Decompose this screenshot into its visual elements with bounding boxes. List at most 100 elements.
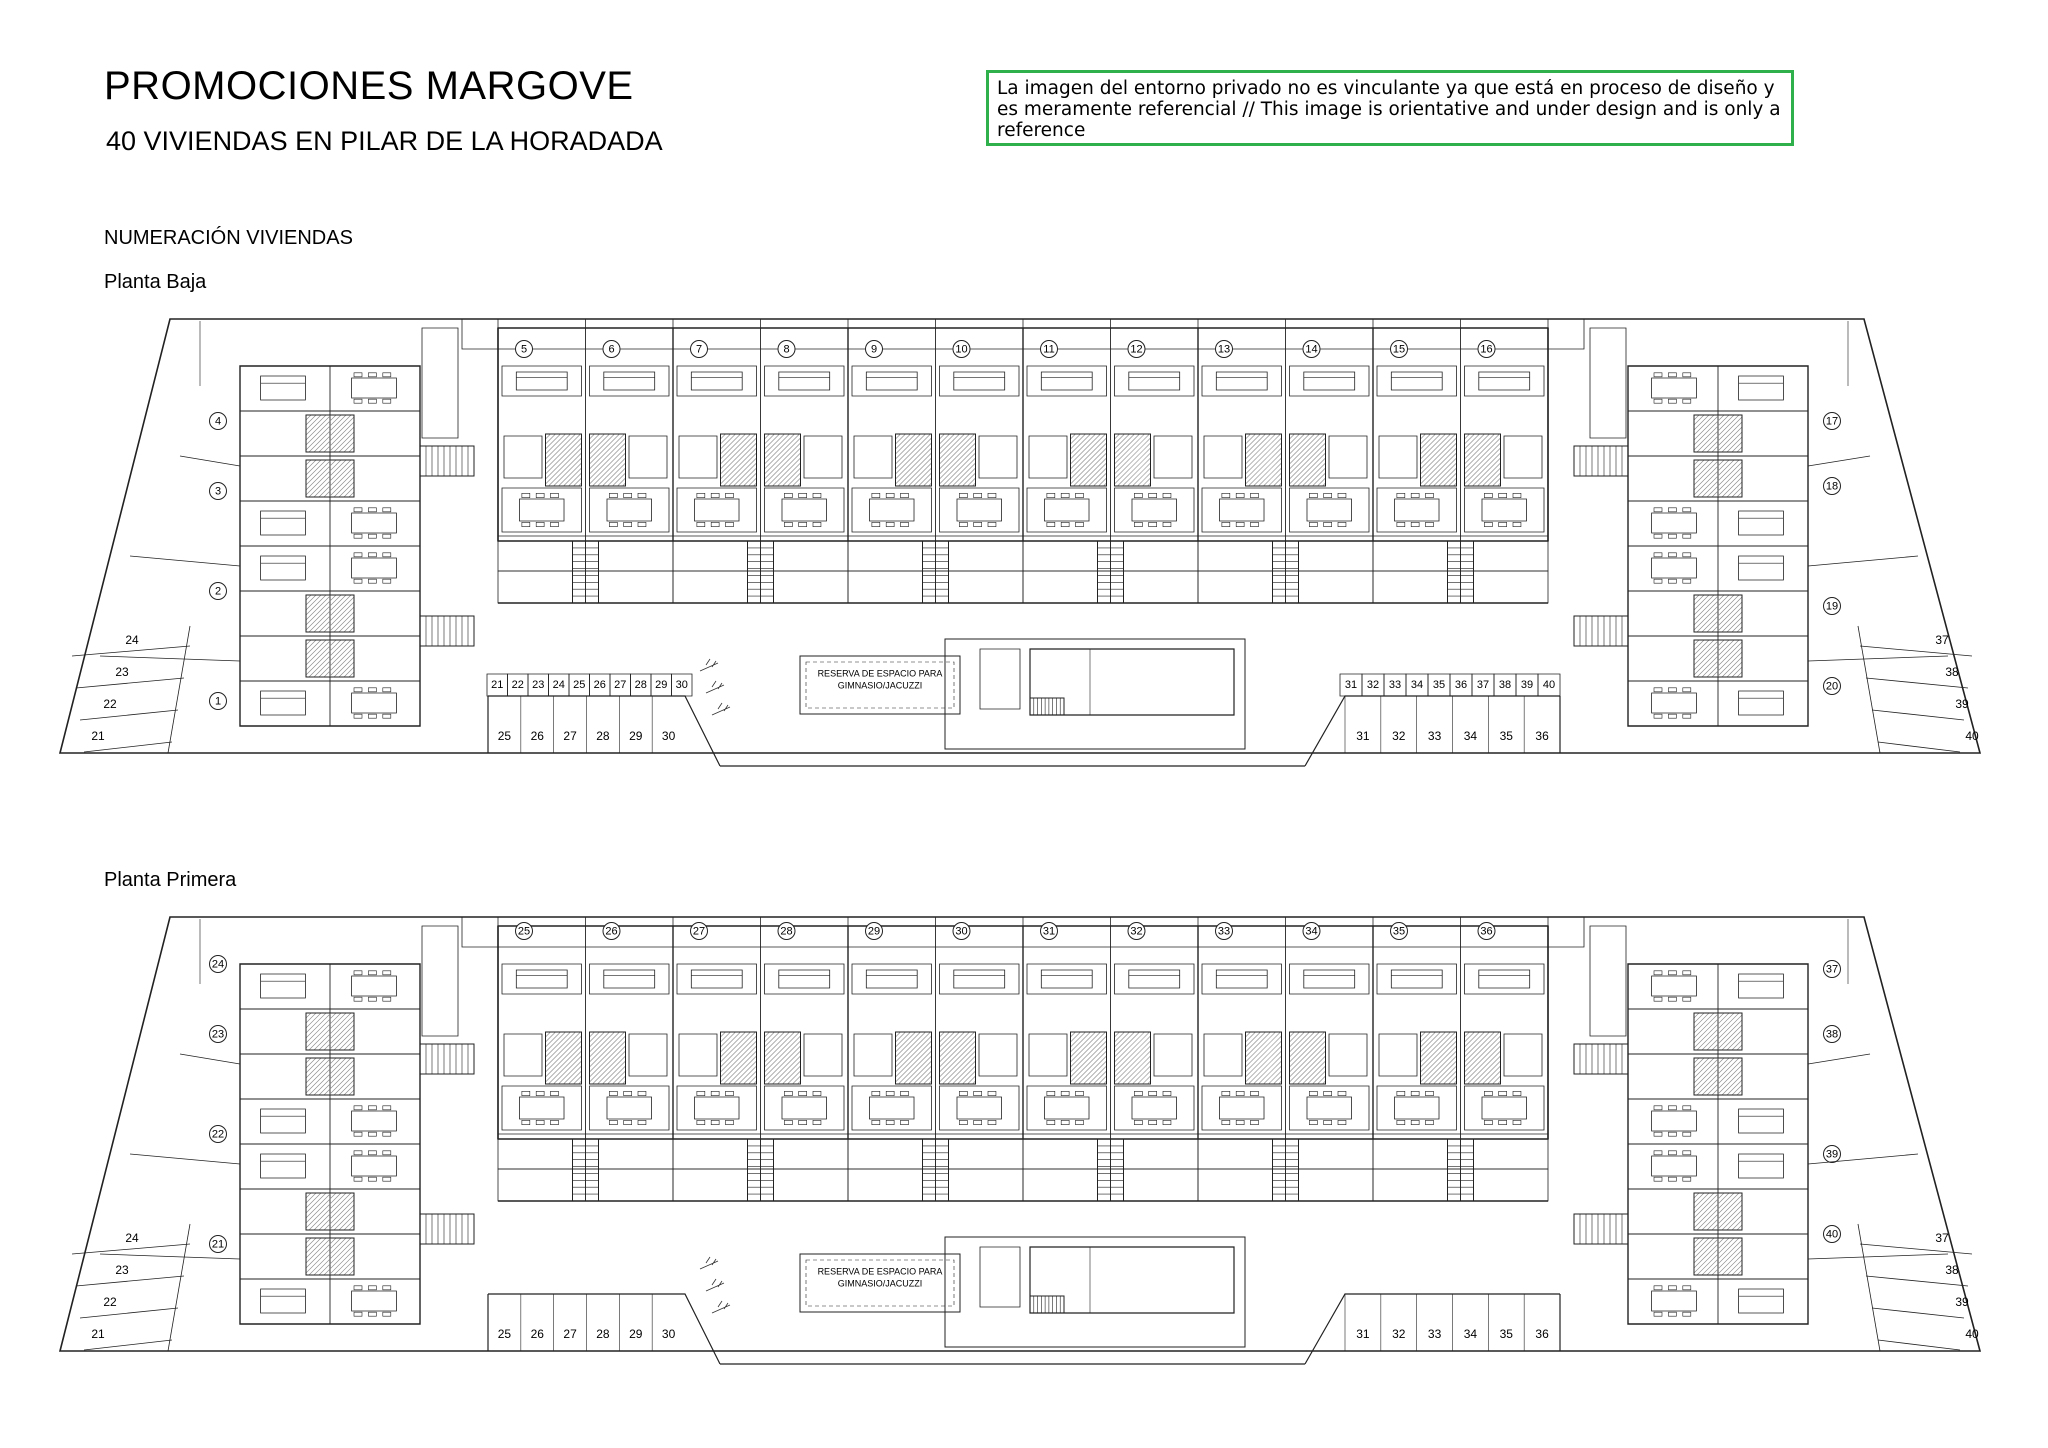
hatch-line — [1717, 1070, 1742, 1095]
hatch-line — [788, 473, 801, 486]
unit-number-circle — [1824, 413, 1841, 430]
hatch-line — [306, 595, 321, 610]
furniture-table — [1652, 693, 1697, 713]
furniture-chair — [1654, 714, 1662, 718]
hatch-line — [306, 1193, 341, 1228]
furniture-chair — [1397, 522, 1405, 526]
hatch-line — [1246, 434, 1271, 459]
hatch-line — [721, 1032, 736, 1047]
furniture-chair — [1324, 1120, 1332, 1124]
side-plot-divider — [1872, 710, 1964, 720]
hatch-line — [768, 453, 801, 486]
furniture-chair — [1075, 1120, 1083, 1124]
bathroom-outline — [940, 1032, 976, 1084]
hatch-line — [1702, 595, 1739, 632]
furniture-chair — [1061, 1091, 1069, 1095]
side-plot-divider — [80, 710, 178, 720]
hatch-line — [546, 1032, 571, 1057]
hatch-line — [739, 468, 757, 486]
hatch-line — [1694, 1058, 1709, 1073]
hatch-line — [1421, 434, 1431, 444]
unit-number-circle — [210, 413, 227, 430]
unit-number-circle — [603, 341, 620, 358]
hatch-line — [1079, 458, 1107, 486]
bathroom-outline — [1465, 434, 1501, 486]
hatch-line — [306, 1013, 326, 1033]
kitchen-outline — [1504, 436, 1542, 478]
furniture-bed — [691, 970, 742, 988]
furniture-chair — [1654, 1286, 1662, 1290]
hatch-line — [618, 1076, 626, 1084]
furniture-chair — [886, 522, 894, 526]
hatch-line — [1290, 1032, 1320, 1062]
unit-number-circle — [1303, 341, 1320, 358]
hatch-line — [773, 1056, 801, 1084]
furniture-chair — [1134, 493, 1142, 497]
hatch-line — [546, 434, 571, 459]
hatch-line — [1483, 1066, 1501, 1084]
hatch-line — [1722, 1255, 1742, 1275]
furniture-chair — [1654, 508, 1662, 512]
unit-number-circle — [1824, 961, 1841, 978]
hatch-line — [1702, 1013, 1739, 1050]
bathroom-hatch — [1421, 434, 1457, 486]
unit-number-label: 7 — [696, 343, 702, 355]
hatch-line — [1737, 492, 1742, 497]
hatch-line — [1694, 1238, 1714, 1258]
hatch-line — [1071, 1032, 1086, 1047]
hatch-line — [1118, 453, 1151, 486]
unit-number-label: 18 — [1826, 480, 1838, 492]
hatch-line — [896, 1046, 932, 1082]
hatch-line — [940, 1032, 950, 1042]
hatch-line — [1439, 1066, 1457, 1084]
storage-unit-label: 22 — [512, 679, 524, 691]
hatch-line — [1465, 438, 1501, 474]
hatch-line — [1707, 417, 1742, 452]
hatch-line — [1465, 1032, 1500, 1067]
hatch-line — [778, 463, 801, 486]
furniture-chair — [1309, 493, 1317, 497]
bathroom-hatch — [1290, 434, 1326, 486]
hatch-line — [1465, 1032, 1470, 1037]
hatch-line — [1732, 1220, 1742, 1230]
hatch-line — [1697, 1193, 1734, 1230]
furniture-chair — [725, 1120, 733, 1124]
hatch-line — [1694, 1013, 1699, 1018]
hatch-line — [1424, 453, 1457, 486]
furniture-bed — [1304, 970, 1355, 988]
page-title: PROMOCIONES MARGOVE — [104, 64, 634, 108]
hatch-line — [306, 1058, 336, 1088]
hatch-line — [1246, 1032, 1256, 1042]
hatch-line — [778, 1061, 801, 1084]
unit-number-circle — [1041, 923, 1058, 940]
furniture-bed — [261, 691, 306, 715]
hatch-line — [1421, 434, 1441, 454]
bedroom-outline — [1202, 366, 1282, 396]
bedroom-outline — [1115, 366, 1195, 396]
hatch-line — [1694, 460, 1704, 470]
furniture-chair — [1047, 1120, 1055, 1124]
hatch-line — [546, 434, 556, 444]
furniture-chair — [872, 493, 880, 497]
hatch-line — [344, 1265, 354, 1275]
hatch-line — [896, 443, 932, 479]
furniture-table — [1394, 1097, 1439, 1119]
bedroom-outline — [1377, 964, 1457, 994]
hatch-line — [306, 1193, 336, 1223]
furniture-bed — [1739, 376, 1784, 400]
hatch-line — [334, 1210, 354, 1230]
hatch-line — [1071, 1032, 1081, 1042]
hatch-line — [1123, 1056, 1151, 1084]
furniture-chair — [1309, 522, 1317, 526]
hatch-line — [306, 1238, 326, 1258]
furniture-chair — [1047, 493, 1055, 497]
hatch-line — [349, 672, 354, 677]
hatch-line — [1737, 1225, 1742, 1230]
storage-unit-label: 26 — [594, 679, 606, 691]
furniture-chair — [1236, 1120, 1244, 1124]
hatch-line — [1694, 595, 1719, 620]
bathroom-outline — [1465, 1032, 1501, 1084]
bathroom-hatch — [1694, 415, 1742, 452]
hatch-line — [1290, 434, 1325, 469]
hatch-line — [724, 453, 757, 486]
